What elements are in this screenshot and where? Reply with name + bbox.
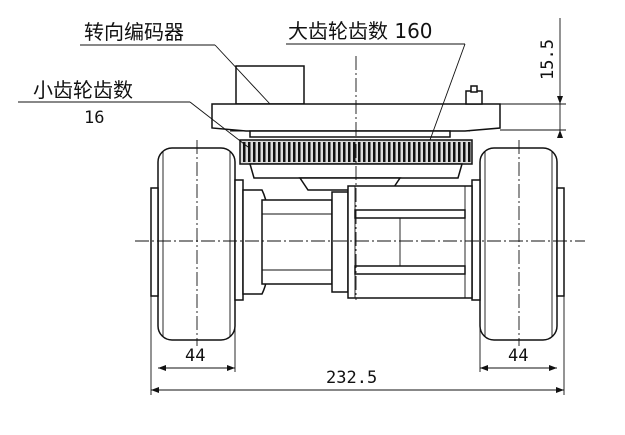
gear-tooth [408,142,411,162]
gear-tooth [258,142,261,162]
gear-tooth [333,142,336,162]
encoder-label: 转向编码器 [84,20,184,44]
gear-tooth [438,142,441,162]
gear-tooth [298,142,301,162]
large-gear-label: 大齿轮齿数 160 [288,19,433,43]
leader-lines [18,43,466,148]
gear-tooth [368,142,371,162]
gear-tooth [303,142,306,162]
gear-tooth [463,142,466,162]
gear-tooth [388,142,391,162]
gear-tooth [283,142,286,162]
gear-tooth [288,142,291,162]
gear-tooth [443,142,446,162]
gear-tooth [308,142,311,162]
gear-tooth [293,142,296,162]
gear-tooth [423,142,426,162]
left-wheel [150,147,244,341]
small-gear-count-label: 16 [84,108,105,128]
right-wheel-width-label: 44 [508,346,529,366]
gear-tooth [353,142,356,162]
center-lines [135,56,585,346]
gear-tooth [343,142,346,162]
gear-tooth [263,142,266,162]
steering-encoder [235,65,305,105]
motor-assembly [242,185,473,299]
left-wheel-width-label: 44 [185,346,206,366]
gear-tooth [358,142,361,162]
gear-tooth [398,142,401,162]
height-dimension-label: 15.5 [538,39,558,80]
gear-tooth [318,142,321,162]
gear-tooth [403,142,406,162]
gear-tooth [448,142,451,162]
gear-tooth [338,142,341,162]
gear-tooth [248,142,251,162]
gear-tooth [373,142,376,162]
gear-tooth [243,142,246,162]
gear-tooth [323,142,326,162]
gear-tooth [428,142,431,162]
gear-tooth [253,142,256,162]
gear-tooth [378,142,381,162]
gear-tooth [418,142,421,162]
height-dimension [482,18,566,138]
gear-tooth [268,142,271,162]
gear-tooth [313,142,316,162]
gear-tooth [468,142,471,162]
gear-tooth [458,142,461,162]
gear-tooth [363,142,366,162]
small-gear-title-label: 小齿轮齿数 [33,78,133,102]
gear-tooth [433,142,436,162]
width-dimensions [150,296,565,395]
gear-tooth [383,142,386,162]
gear-tooth [328,142,331,162]
gear-tooth [348,142,351,162]
gear-tooth [393,142,396,162]
gear-tooth [278,142,281,162]
gear-teeth [243,142,471,162]
gear-tooth [453,142,456,162]
gear-tooth [413,142,416,162]
gear-tooth [273,142,276,162]
right-wheel [471,147,565,341]
overall-width-label: 232.5 [326,368,378,388]
